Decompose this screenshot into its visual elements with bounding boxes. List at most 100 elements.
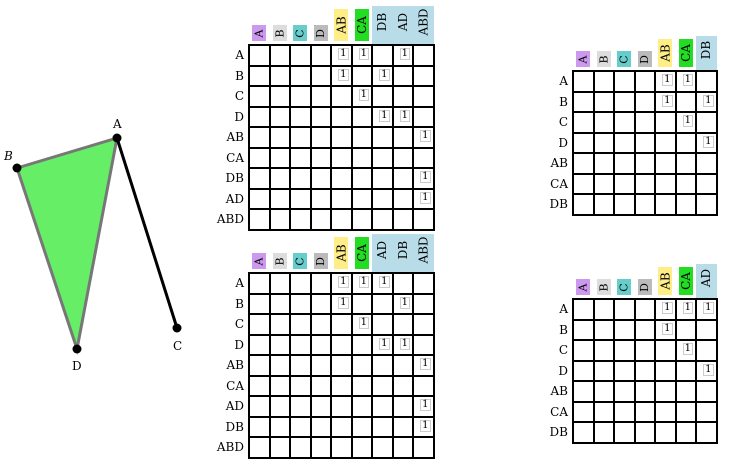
matrix-cell [373,294,392,313]
matrix-cell [676,133,695,152]
matrix-cell [311,335,330,354]
column-header-label: D [638,282,652,292]
matrix-cell [332,210,351,229]
cell-value: 1 [703,363,714,376]
row-label: CA [550,404,568,419]
matrix-cell [574,113,593,132]
matrix-cell [656,133,675,152]
matrix-cell: 1 [373,66,392,85]
matrix-cell [574,341,593,360]
matrix-cell [594,402,613,421]
matrix-cell [373,438,392,457]
matrix-cell [352,335,371,354]
column-header-label: A [576,283,590,291]
matrix-cell [352,189,371,208]
row-label: A [235,276,244,291]
matrix-cell: 1 [414,189,433,208]
matrix-cell [270,189,289,208]
row-label: D [558,363,568,378]
matrix-cell [250,294,269,313]
matrix-cell [250,66,269,85]
matrix-cell [697,72,716,91]
matrix-cell [615,382,634,401]
cell-value: 1 [682,74,693,86]
matrix-cell [250,417,269,436]
matrix-cell [270,46,289,65]
matrix-cell [291,274,310,293]
matrix-cell [311,210,330,229]
cell-value: 1 [358,276,369,288]
matrix-cell [414,210,433,229]
cell-value: 1 [420,130,431,142]
row-label: A [559,302,568,317]
column-header-label: CA [354,244,369,262]
cell-value: 1 [338,68,349,81]
vertex-d-dot [72,344,82,354]
cell-value: 1 [358,317,369,329]
matrix-cell [332,169,351,188]
vertex-c-dot [172,323,182,333]
matrix-cell [697,174,716,193]
matrix-cell [250,189,269,208]
matrix-cell [311,87,330,106]
matrix-cell: 1 [414,417,433,436]
matrix-cell [332,128,351,147]
column-header: A [252,25,267,41]
column-header-label: AB [658,44,673,62]
column-header-label: AB [334,16,349,34]
matrix-cell [697,195,716,214]
cell-value: 1 [338,296,349,309]
matrix-cell [574,300,593,319]
column-header-label: B [597,282,611,292]
matrix-cell [311,66,330,85]
row-label: D [558,135,568,150]
matrix-cell [291,107,310,126]
matrix-cell [414,66,433,85]
matrix-cell [697,113,716,132]
column-header: AB [658,267,672,295]
row-label: AD [225,399,244,414]
matrix-cell [656,423,675,442]
cell-value: 1 [662,302,673,314]
matrix-cell: 1 [332,294,351,313]
row-label: ABD [216,440,244,455]
matrix-cell [574,133,593,152]
matrix-cell: 1 [697,300,716,319]
row-label: AB [550,156,568,171]
row-label: CA [550,176,568,191]
matrix-cell: 1 [676,341,695,360]
column-header: CA [354,9,369,41]
matrix-cell: 1 [414,397,433,416]
matrix-cell [615,402,634,421]
column-header-label: C [293,256,307,266]
matrix-cell [414,315,433,334]
matrix-cell [250,397,269,416]
matrix-cell: 1 [373,107,392,126]
column-header: AB [658,39,672,67]
matrix-cell [332,417,351,436]
column-header-label: DB [375,12,390,32]
column-header-label: ABD [416,236,431,264]
matrix-cell [311,274,330,293]
matrix-cell [250,335,269,354]
matrix-cell [697,382,716,401]
column-header-label: AB [334,244,349,262]
matrix-cell [676,402,695,421]
matrix-cell [332,148,351,167]
cell-value: 1 [703,135,714,148]
matrix-cell [291,356,310,375]
matrix-cell [311,438,330,457]
cell-value: 1 [379,276,390,288]
matrix-cell [697,154,716,173]
matrix-cell [697,320,716,339]
matrix-cell [291,210,310,229]
matrix-cell [697,341,716,360]
matrix-cell [332,335,351,354]
column-header-label: AB [658,272,673,290]
column-header: D [313,25,328,41]
row-label: A [559,74,568,89]
matrix-cell [615,320,634,339]
matrix-cell [615,195,634,214]
matrix-cell [594,423,613,442]
